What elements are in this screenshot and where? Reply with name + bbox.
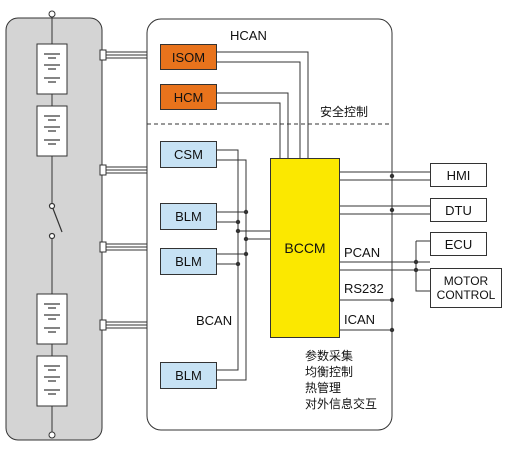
pcan-label: PCAN xyxy=(344,245,381,260)
hmi-box: HMI xyxy=(430,163,487,187)
blm-module-2: BLM xyxy=(160,248,217,275)
bcan-label: BCAN xyxy=(196,313,233,328)
motor-label-line2: CONTROL xyxy=(436,288,496,302)
motor-label-line1: MOTOR xyxy=(443,273,489,288)
harness-lines xyxy=(106,51,147,329)
motor-control-box: MOTOR CONTROL xyxy=(430,268,502,308)
function-item: 均衡控制 xyxy=(305,365,354,379)
ican-label: ICAN xyxy=(344,312,376,327)
blm-module-3: BLM xyxy=(160,362,217,389)
external-junctions xyxy=(389,173,419,333)
cell-symbols xyxy=(44,53,60,395)
battery-pack xyxy=(5,17,103,441)
dtu-box: DTU xyxy=(430,198,487,222)
function-item: 对外信息交互 xyxy=(305,397,378,411)
hcan-bus xyxy=(217,51,309,158)
disconnect-switch xyxy=(48,202,63,240)
function-item: 热管理 xyxy=(305,381,342,395)
csm-module: CSM xyxy=(160,141,217,168)
ecu-box: ECU xyxy=(430,232,487,256)
isom-module: ISOM xyxy=(160,44,217,70)
bccm-module: BCCM xyxy=(270,158,340,338)
bcan-bus xyxy=(217,149,270,381)
function-list: 参数采集 均衡控制 热管理 对外信息交互 xyxy=(305,350,377,410)
blm-module-1: BLM xyxy=(160,203,217,230)
rs232-label: RS232 xyxy=(344,281,384,296)
safety-control-label: 安全控制 xyxy=(320,105,369,119)
function-item: 参数采集 xyxy=(305,349,354,363)
bcan-junctions xyxy=(235,209,249,267)
hcm-module: HCM xyxy=(160,84,217,110)
hcan-label: HCAN xyxy=(230,28,267,43)
